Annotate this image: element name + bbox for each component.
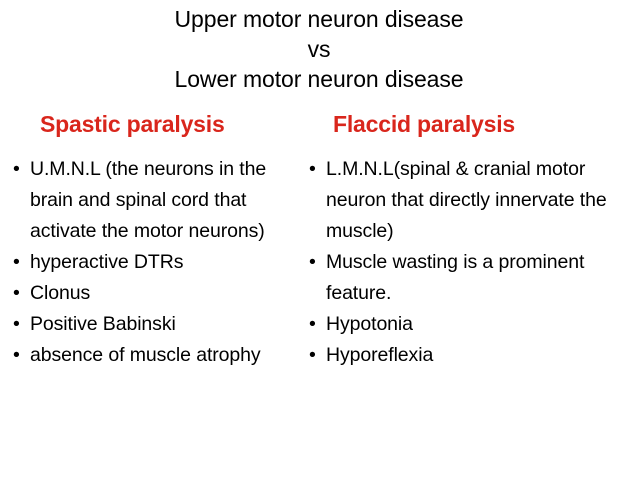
list-item-text: absence of muscle atrophy (30, 344, 261, 366)
list-item-text: L.M.N.L(spinal & cranial motor neuron th… (326, 158, 607, 242)
list-item-text: hyperactive DTRs (30, 251, 184, 273)
bullet-list-left: • U.M.N.L (the neurons in the brain and … (8, 154, 304, 371)
list-item-text: U.M.N.L (the neurons in the brain and sp… (30, 158, 267, 242)
bullet-dot-icon: • (13, 344, 20, 366)
list-item: • Clonus (8, 278, 304, 309)
heading-flaccid-paralysis: Flaccid paralysis (333, 111, 515, 137)
bullet-dot-icon: • (309, 344, 316, 366)
list-item: • Positive Babinski (8, 309, 304, 340)
bullet-dot-icon: • (13, 313, 20, 335)
bullet-list-right: • L.M.N.L(spinal & cranial motor neuron … (304, 154, 624, 371)
list-item: • L.M.N.L(spinal & cranial motor neuron … (304, 154, 624, 247)
column-left-spastic: • U.M.N.L (the neurons in the brain and … (8, 154, 304, 371)
list-item: • hyperactive DTRs (8, 247, 304, 278)
bullet-dot-icon: • (309, 158, 316, 180)
list-item: • Hyporeflexia (304, 340, 624, 371)
list-item-text: Positive Babinski (30, 313, 176, 335)
column-right-flaccid: • L.M.N.L(spinal & cranial motor neuron … (304, 154, 624, 371)
title-line-lower: Lower motor neuron disease (174, 66, 464, 92)
list-item-text: Hyporeflexia (326, 344, 434, 366)
bullet-dot-icon: • (309, 251, 316, 273)
list-item-text: Hypotonia (326, 313, 413, 335)
bullet-dot-icon: • (309, 313, 316, 335)
bullet-dot-icon: • (13, 282, 20, 304)
list-item-text: Muscle wasting is a prominent feature. (326, 251, 585, 304)
list-item-text: Clonus (30, 282, 91, 304)
list-item: • Hypotonia (304, 309, 624, 340)
bullet-dot-icon: • (13, 251, 20, 273)
bullet-dot-icon: • (13, 158, 20, 180)
list-item: • U.M.N.L (the neurons in the brain and … (8, 154, 304, 247)
heading-spastic-paralysis: Spastic paralysis (40, 111, 225, 137)
list-item: • absence of muscle atrophy (8, 340, 304, 371)
slide-title: Upper motor neuron disease vs Lower moto… (0, 4, 638, 94)
title-line-upper: Upper motor neuron disease (174, 6, 464, 32)
title-line-vs: vs (307, 36, 331, 62)
list-item: • Muscle wasting is a prominent feature. (304, 247, 624, 309)
